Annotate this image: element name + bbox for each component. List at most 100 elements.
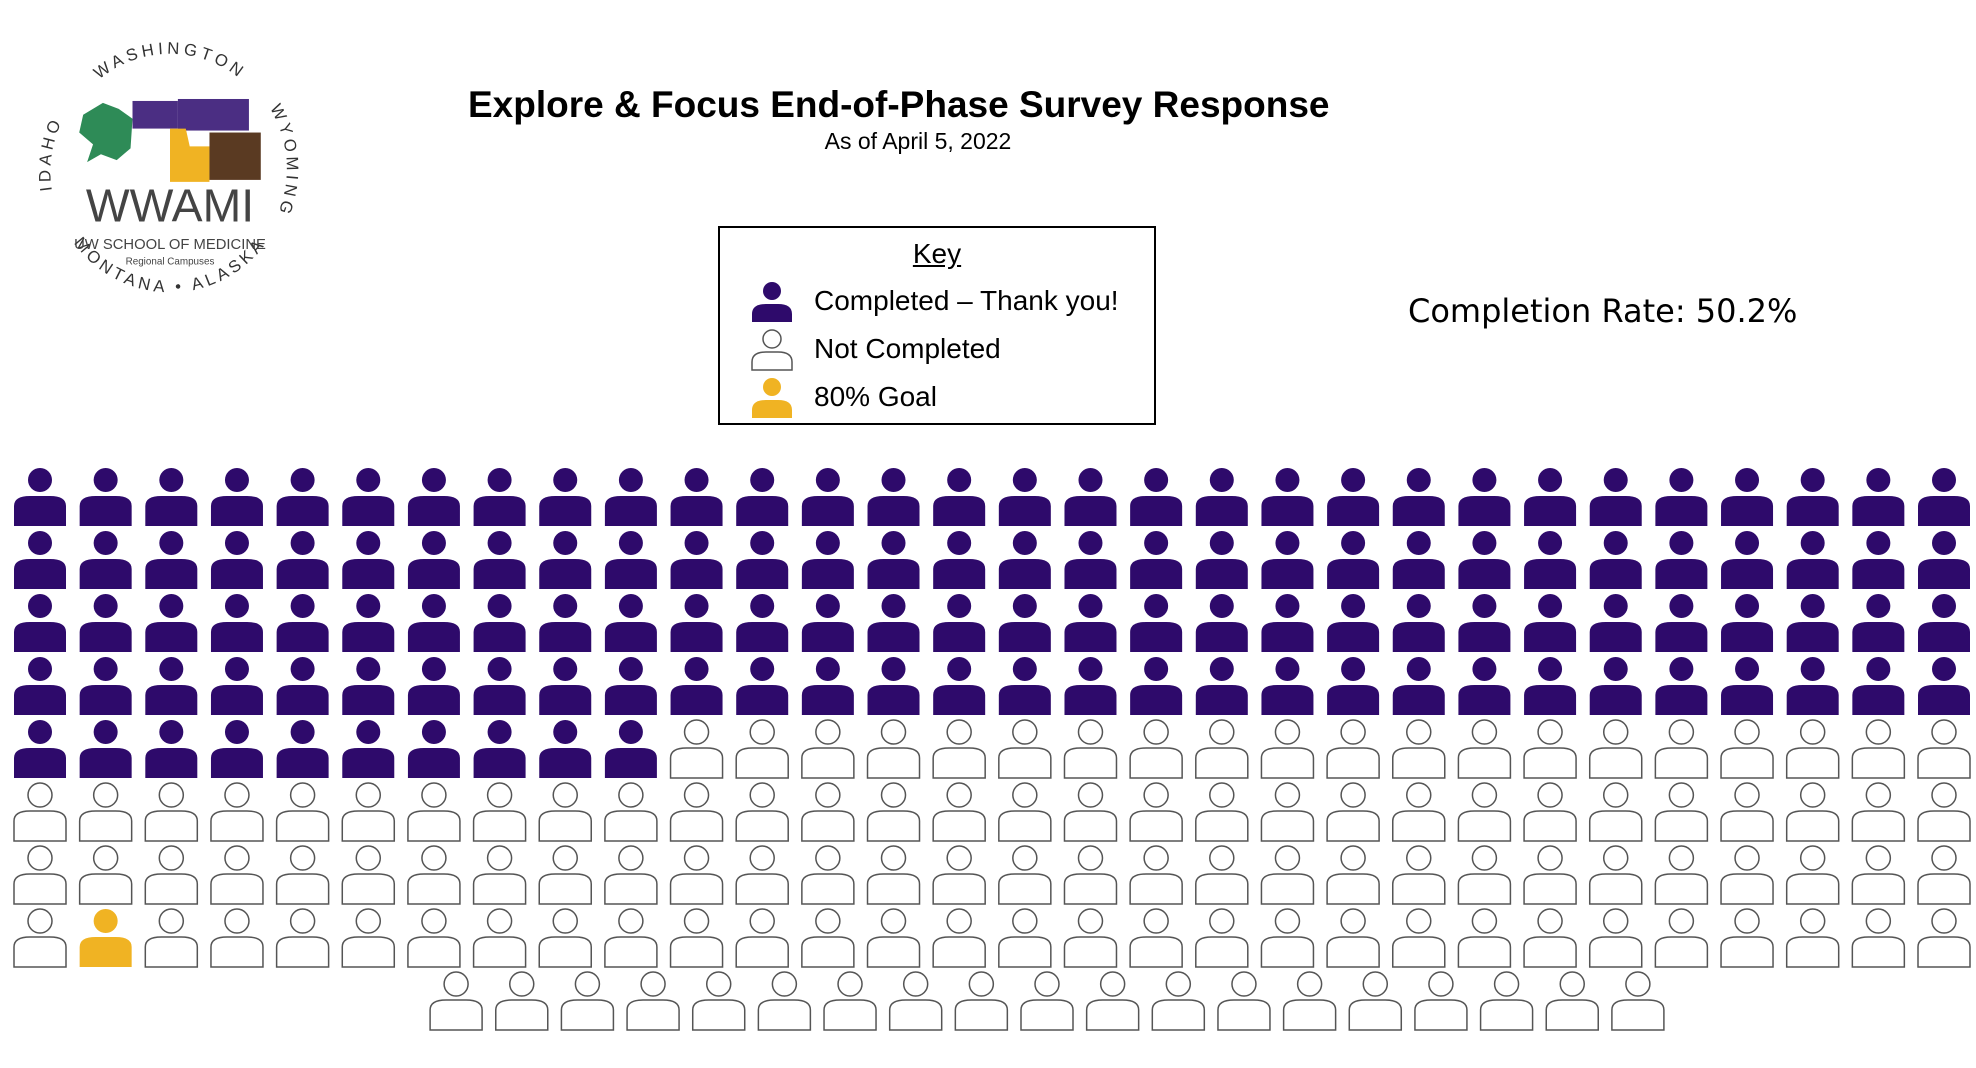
person-icon-not-completed xyxy=(1195,845,1249,905)
person-icon-completed xyxy=(801,594,854,652)
person-icon-not-completed xyxy=(1217,971,1271,1031)
person-icon-completed xyxy=(79,720,132,778)
person-icon-not-completed xyxy=(1085,971,1140,1031)
person-icon-not-completed xyxy=(604,908,658,968)
person-icon-completed xyxy=(1589,468,1642,526)
person-icon-not-completed xyxy=(1611,971,1665,1031)
person-icon-completed xyxy=(998,468,1051,526)
person-icon-completed xyxy=(342,468,395,526)
person-icon-not-completed xyxy=(801,782,855,842)
person-icon-completed xyxy=(998,657,1051,715)
legend-label-not-completed: Not Completed xyxy=(814,333,1001,364)
completion-rate: Completion Rate: 50.2% xyxy=(1408,292,1798,330)
person-icon-not-completed xyxy=(866,845,921,905)
person-icon-not-completed xyxy=(1063,845,1118,905)
person-icon-not-completed xyxy=(1392,845,1446,905)
person-icon-completed xyxy=(1064,531,1117,589)
logo-campuses: Regional Campuses xyxy=(126,257,215,268)
person-icon-completed xyxy=(210,594,263,652)
legend-item-not-completed: Not Completed xyxy=(750,326,1001,372)
person-icon-completed xyxy=(1918,531,1970,589)
person-icon-completed xyxy=(736,594,789,652)
person-icon-completed xyxy=(1524,657,1577,715)
person-icon-completed xyxy=(342,531,395,589)
person-icon-completed xyxy=(933,531,986,589)
person-icon-completed xyxy=(145,594,198,652)
person-icon-not-completed xyxy=(1457,719,1512,779)
person-icon-not-completed xyxy=(1129,908,1183,968)
person-icon-not-completed xyxy=(1588,845,1643,905)
person-icon-completed xyxy=(342,594,395,652)
person-icon-not-completed xyxy=(1063,719,1118,779)
person-icon-not-completed xyxy=(866,782,921,842)
person-icon-not-completed xyxy=(1785,719,1840,779)
person-icon-completed xyxy=(1524,531,1577,589)
person-icon-completed xyxy=(1392,657,1445,715)
person-icon-not-completed xyxy=(1020,971,1074,1031)
person-icon-not-completed xyxy=(341,782,396,842)
person-icon-not-completed xyxy=(1545,971,1599,1031)
person-icon-completed xyxy=(1195,657,1248,715)
person-icon-not-completed xyxy=(1523,845,1577,905)
person-icon-not-completed xyxy=(626,971,680,1031)
person-icon-completed xyxy=(604,720,657,778)
person-icon-not-completed xyxy=(495,971,549,1031)
person-icon-completed xyxy=(14,720,66,778)
person-icon-not-completed xyxy=(275,908,330,968)
person-icon-not-completed xyxy=(429,971,483,1031)
person-icon-not-completed xyxy=(1720,719,1774,779)
person-icon-completed xyxy=(1064,657,1117,715)
person-icon-completed xyxy=(867,657,920,715)
person-icon-completed xyxy=(342,720,395,778)
person-icon-completed xyxy=(1918,468,1970,526)
person-icon-not-completed xyxy=(757,971,812,1031)
person-icon-completed xyxy=(210,657,263,715)
person-icon-not-completed xyxy=(1654,719,1709,779)
person-icon-completed xyxy=(1392,594,1445,652)
person-icon-completed xyxy=(79,531,132,589)
person-icon-not-completed xyxy=(1917,719,1971,779)
person-icon-completed xyxy=(604,594,657,652)
person-icon-completed xyxy=(14,657,66,715)
person-icon-completed xyxy=(867,531,920,589)
person-icon-completed xyxy=(801,531,854,589)
person-icon-not-completed xyxy=(954,971,1009,1031)
person-icon-completed xyxy=(1195,468,1248,526)
person-icon-not-completed xyxy=(1457,845,1512,905)
person-icon-completed xyxy=(604,657,657,715)
person-icon-not-completed xyxy=(407,782,461,842)
person-icon-not-completed xyxy=(1523,908,1577,968)
person-icon-not-completed xyxy=(998,845,1052,905)
person-icon-not-completed xyxy=(1129,782,1183,842)
person-icon-not-completed xyxy=(538,782,592,842)
person-icon-not-completed xyxy=(1282,971,1337,1031)
person-icon-completed xyxy=(473,468,526,526)
person-icon-completed xyxy=(1130,531,1183,589)
person-icon-not-completed xyxy=(1720,908,1774,968)
person-icon-not-completed xyxy=(735,845,789,905)
person-icon-completed xyxy=(79,657,132,715)
person-icon-not-completed xyxy=(78,845,133,905)
person-icon-completed xyxy=(1064,594,1117,652)
person-icon-completed xyxy=(1064,468,1117,526)
person-icon-completed xyxy=(933,594,986,652)
person-icon-completed xyxy=(1130,594,1183,652)
person-icon-completed xyxy=(1261,468,1314,526)
person-icon-completed xyxy=(210,468,263,526)
person-icon-not-completed xyxy=(669,845,724,905)
person-icon-completed xyxy=(1458,468,1511,526)
person-icon-not-completed xyxy=(1851,719,1906,779)
person-icon-not-completed xyxy=(1129,845,1183,905)
person-icon-completed xyxy=(1327,657,1380,715)
person-icon-completed xyxy=(1458,594,1511,652)
person-icon-not-completed xyxy=(669,782,724,842)
person-icon-completed xyxy=(539,468,592,526)
person-icon-not-completed xyxy=(275,845,330,905)
person-icon-not-completed xyxy=(1195,908,1249,968)
legend-item-completed: Completed – Thank you! xyxy=(750,278,1119,324)
person-icon-not-completed xyxy=(1654,908,1709,968)
person-icon-not-completed xyxy=(735,719,789,779)
person-icon-completed xyxy=(1458,531,1511,589)
person-icon-not-completed xyxy=(1588,782,1643,842)
person-icon-completed xyxy=(604,531,657,589)
